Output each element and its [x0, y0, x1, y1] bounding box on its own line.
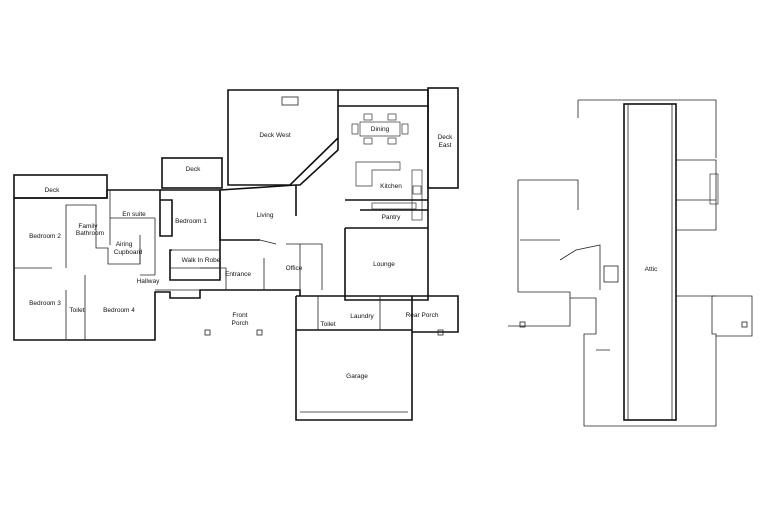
deck-east-label-2: East: [438, 142, 451, 149]
attic-bench: [709, 173, 719, 205]
bedroom-wing-walls: [13, 198, 301, 341]
garage-label: Garage: [346, 373, 368, 380]
dining-chair: [351, 123, 359, 135]
pantry-bench: [371, 202, 417, 210]
toilet-label: Toilet: [320, 321, 335, 328]
airing-cupboard-label-1: Airing: [116, 241, 133, 248]
rear-porch-label: Rear Porch: [406, 312, 439, 319]
pantry-label: Pantry: [382, 214, 402, 221]
attic-post: [741, 321, 748, 328]
porch-post: [204, 329, 211, 336]
bathroom-walls: [109, 190, 156, 275]
bedroom1-label: Bedroom 1: [175, 218, 207, 225]
family-bathroom-label-1: Family: [78, 223, 98, 230]
attic-floor-plan: Attic: [508, 99, 753, 427]
porch-post: [437, 329, 444, 336]
bedroom4-label: Bedroom 4: [103, 307, 135, 314]
pantry-lounge-walls: [344, 199, 429, 301]
lounge-label: Lounge: [373, 261, 395, 268]
attic-ghost-outline: [508, 99, 753, 427]
entrance-label: Entrance: [225, 271, 251, 278]
deck-west-stairs: [281, 96, 299, 106]
deck-east-label-1: Deck: [438, 134, 454, 141]
airing-cupboard-label-2: Cupboard: [114, 249, 143, 256]
attic-ghost-rooms: [520, 159, 717, 351]
bedroom3-label: Bedroom 3: [29, 300, 61, 307]
dining-label: Dining: [371, 126, 390, 133]
bedroom2-walls: [14, 204, 155, 340]
kitchen-island: [355, 161, 401, 187]
attic-label: Attic: [645, 266, 658, 273]
deck-east-outline: [427, 87, 459, 189]
kitchen-label: Kitchen: [380, 183, 402, 190]
porch-post: [256, 329, 263, 336]
family-bathroom-label-2: Bathroom: [76, 230, 104, 237]
deck-left-label: Deck: [45, 187, 61, 194]
bedroom2-label: Bedroom 2: [29, 233, 61, 240]
bedroom-wing-top-wall: [14, 189, 173, 237]
ensuite-label: En suite: [122, 211, 146, 218]
living-walls: [219, 184, 297, 241]
deck-west-outline: [227, 89, 339, 186]
dining-chair: [387, 113, 397, 121]
laundry-walls: [300, 296, 408, 413]
attic-outline: [623, 103, 677, 421]
bedroom1-walls: [160, 189, 221, 281]
deck-top-outline: [161, 157, 223, 189]
dining-kitchen-outline: [296, 89, 429, 225]
office-label: Office: [286, 265, 303, 272]
attic-post: [519, 321, 526, 328]
living-label: Living: [257, 212, 274, 219]
garage-walls: [295, 295, 413, 421]
hallway-lines: [155, 267, 227, 291]
deck-top-label: Deck: [186, 166, 202, 173]
dining-chair: [387, 137, 397, 145]
attic-stair: [603, 265, 619, 283]
dining-table: [359, 121, 401, 137]
dining-chair: [401, 123, 409, 135]
rear-porch-outline: [412, 295, 459, 333]
kitchen-bench: [411, 169, 423, 221]
laundry-label: Laundry: [350, 313, 374, 320]
ground-floor-plan: Deck Deck Deck West Deck East Dining Kit…: [13, 87, 459, 421]
front-porch-label-2: Porch: [232, 320, 249, 327]
hallway-label: Hallway: [137, 278, 161, 285]
walk-in-robe-label: Walk In Robe: [182, 257, 221, 264]
living-inner-walls: [259, 239, 323, 290]
deck-west-label: Deck West: [259, 132, 290, 139]
deck-left-outline: [13, 174, 108, 199]
dining-chair: [363, 113, 373, 121]
stove: [412, 185, 422, 195]
front-porch-label-1: Front: [232, 312, 247, 319]
dining-chair: [363, 137, 373, 145]
small-toilet-label: Toilet: [69, 307, 84, 314]
